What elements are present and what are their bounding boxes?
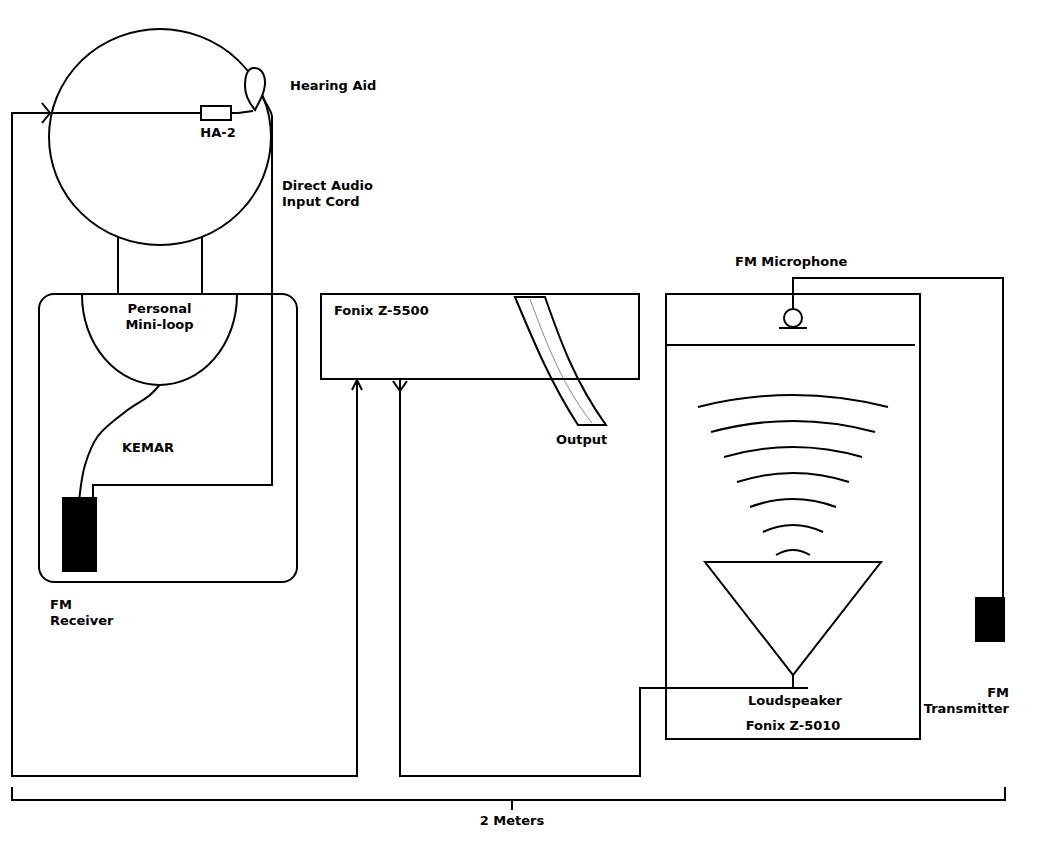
speaker-label: Loudspeaker [748, 693, 842, 709]
node-text: Personal Mini-loop [115, 301, 205, 332]
hearing-aid-body [245, 68, 265, 110]
connector-wire [12, 113, 357, 776]
cord-label: Direct Audio Input Cord [282, 178, 397, 209]
sound-wave [737, 473, 849, 482]
node-text: FM Transmitter [904, 685, 1009, 716]
test-chamber-parts [665, 293, 915, 688]
speaker-stem [792, 675, 794, 688]
bracket-tick [511, 800, 513, 810]
sound-wave [763, 525, 823, 532]
node-text: KEMAR [122, 440, 174, 456]
sound-wave [724, 447, 862, 457]
connector-wire [232, 112, 238, 114]
connector-wire [793, 278, 1003, 597]
connector-wire [400, 380, 665, 776]
connector-wire [93, 116, 272, 497]
bracket-line [12, 787, 1005, 800]
output-label: Output [556, 432, 607, 448]
loop-outline [82, 295, 237, 385]
ha2-coupler: HA-2 [200, 105, 232, 121]
mini-loop: Personal Mini-loop [82, 295, 237, 385]
fm-receiver: FM Receiver [62, 497, 97, 572]
fm-transmitter: FM Transmitter [975, 597, 1005, 642]
chamber-divider [665, 344, 915, 346]
node-text: Hearing Aid [290, 78, 376, 94]
output-cable [515, 297, 606, 425]
node-text: FM Receiver [50, 597, 130, 628]
kemar-figure [42, 29, 271, 293]
mic-stem [792, 293, 794, 309]
output-cable-stripe [530, 299, 592, 423]
sound-wave [711, 421, 875, 432]
node-text: HA-2 [188, 125, 248, 141]
test-chamber: Fonix Z-5010 [665, 293, 921, 740]
node-text: Fonix Z-5010 [667, 718, 919, 734]
speaker-cone [705, 562, 881, 675]
hearing-aid-tube [238, 96, 272, 116]
neck-line [117, 237, 119, 293]
neck-line [201, 237, 203, 293]
node-text: Fonix Z-5500 [334, 303, 429, 319]
sound-wave [776, 550, 810, 555]
distance-bracket [12, 787, 1005, 810]
analyzer-box: Fonix Z-5500 [320, 293, 640, 380]
kemar-head [49, 29, 271, 245]
sound-wave [698, 395, 888, 407]
mic-capsule [784, 309, 802, 327]
mic-base [779, 327, 807, 329]
microphone-label: FM Microphone [735, 254, 847, 270]
speaker-wire [665, 687, 808, 689]
sound-wave [750, 499, 836, 507]
hearing-aid-outline [238, 66, 274, 116]
kemar-torso: KEMAR Personal Mini-loop FM Receiver [38, 293, 298, 583]
hearing-aid: Hearing Aid [238, 66, 274, 116]
distance-label: 2 Meters [462, 813, 562, 829]
